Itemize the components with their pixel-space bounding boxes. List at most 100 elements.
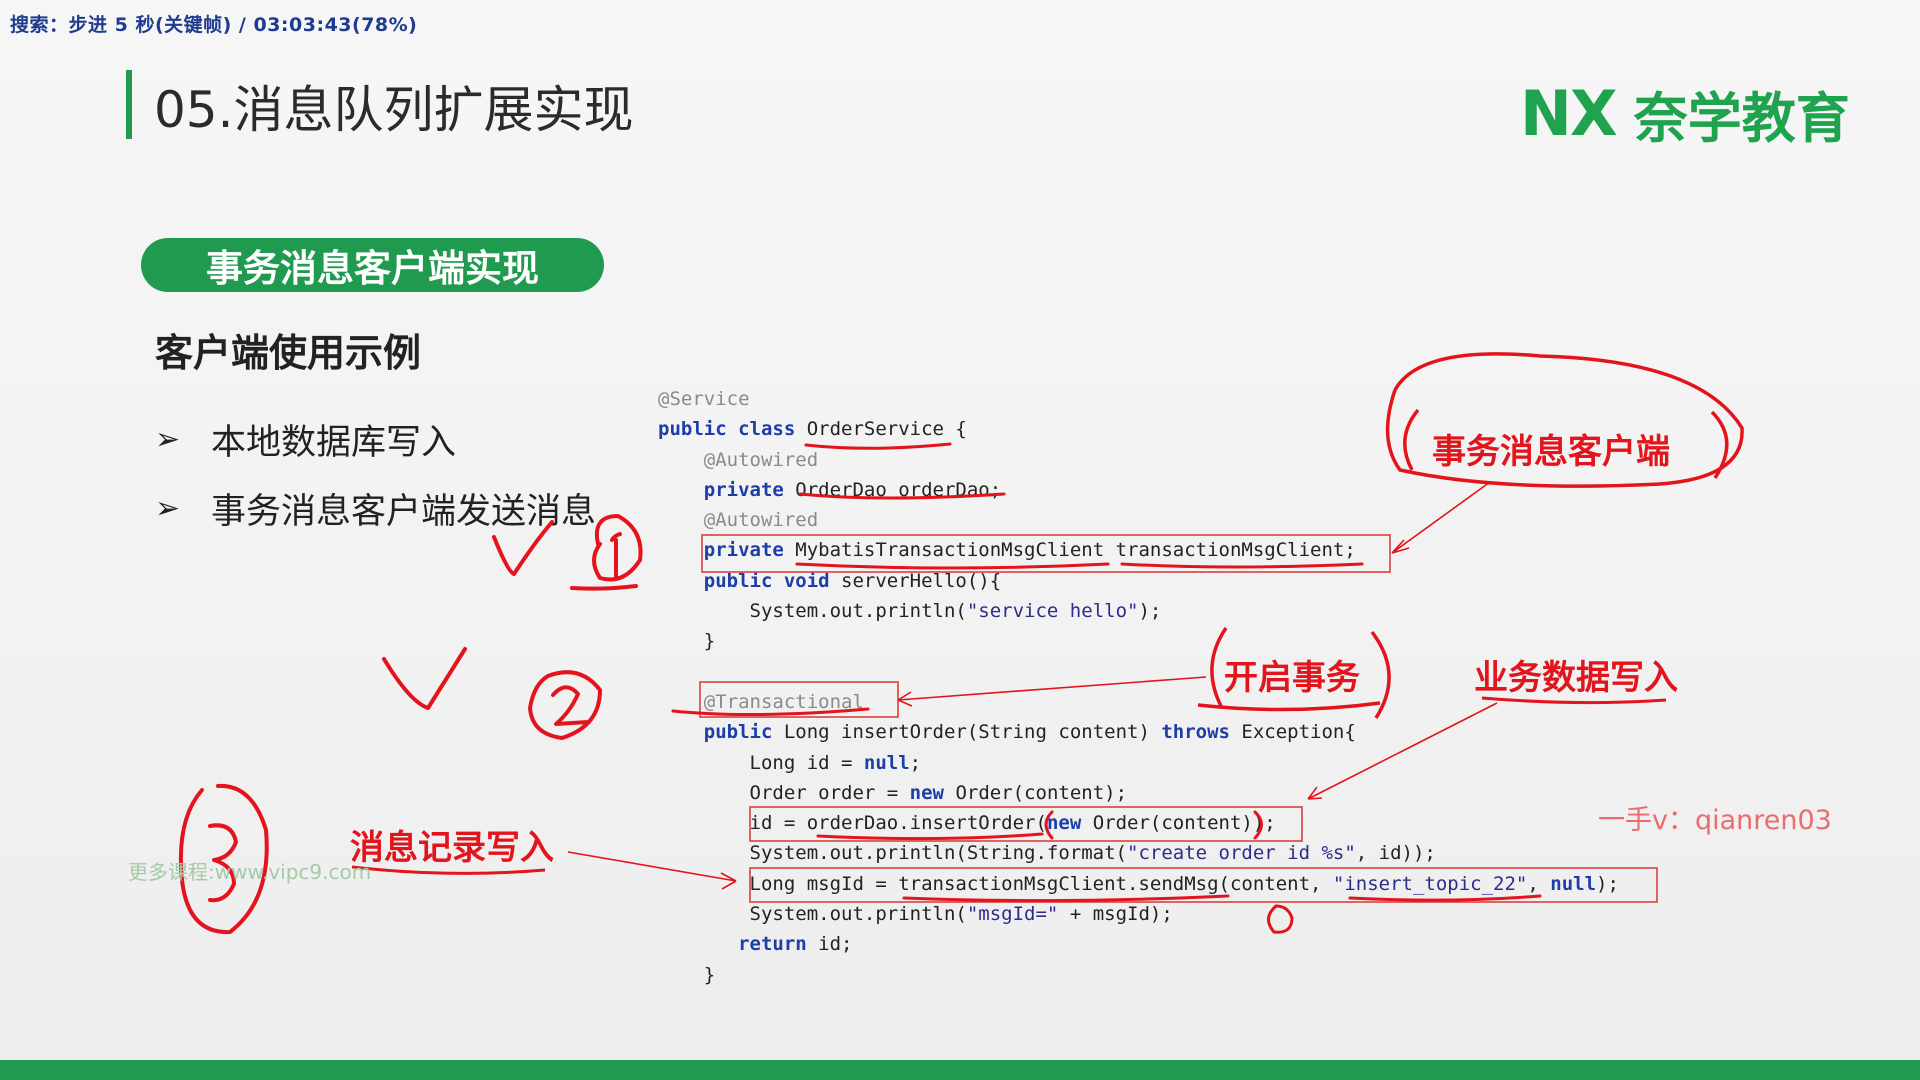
code-token: , id)); xyxy=(1355,842,1436,865)
code-line: public void serverHello(){ xyxy=(658,566,1619,596)
watermark-courses: 更多课程:www.vipc9.com xyxy=(128,860,372,884)
highlight-box-insert-order xyxy=(749,806,1303,842)
code-token: OrderService { xyxy=(806,418,967,441)
brand-logo: NX 奈学教育 xyxy=(1520,74,1850,153)
paren-left-insert xyxy=(1044,810,1054,840)
code-token: } xyxy=(658,963,716,986)
bullet-item: ➢ 本地数据库写入 xyxy=(155,405,596,474)
circle-tx-client-label xyxy=(1385,352,1744,488)
code-token: Long msgId = transactionMsgClient.sendMs… xyxy=(658,872,1333,895)
code-token: Order order = xyxy=(658,781,910,804)
bullet-item: ➢ 事务消息客户端发送消息 xyxy=(155,474,596,543)
code-token: Exception{ xyxy=(1241,721,1356,744)
code-line: @Service xyxy=(658,384,1619,414)
code-token: private xyxy=(658,478,796,501)
bullet-text: 事务消息客户端发送消息 xyxy=(211,492,597,532)
code-token: Order(content)); xyxy=(1092,812,1276,835)
small-circle-mark xyxy=(1267,904,1294,934)
code-line: } xyxy=(658,960,1619,990)
code-token: "create order id %s" xyxy=(1127,842,1356,865)
paren-right-insert xyxy=(1253,810,1263,840)
label-start-tx: 开启事务 xyxy=(1224,658,1360,698)
code-token: return xyxy=(738,933,819,956)
code-line: public Long insertOrder(String content) … xyxy=(658,717,1619,747)
paren-close-tx-client xyxy=(1710,410,1729,479)
status-overlay: 搜索：步进 5 秒(关键帧) / 03:03:43(78%) xyxy=(10,14,418,36)
highlight-box-send-msg xyxy=(749,867,1658,903)
underline-start-tx xyxy=(1197,701,1381,712)
circled-three xyxy=(178,783,269,935)
code-token: "insert_topic_22" xyxy=(1332,872,1528,895)
code-line: @Autowired xyxy=(658,505,1619,535)
code-token: "service hello" xyxy=(966,600,1139,623)
code-token: @Service xyxy=(658,388,750,410)
code-token: System.out.println(String.format( xyxy=(658,842,1128,865)
code-token: throws xyxy=(1161,721,1242,744)
highlight-box-client-field xyxy=(701,534,1391,573)
subheading: 客户端使用示例 xyxy=(155,331,422,375)
code-token: MybatisTransactionMsgClient transactionM… xyxy=(795,539,1356,562)
section-pill: 事务消息客户端实现 xyxy=(141,238,604,292)
bullet-arrow-icon: ➢ xyxy=(155,422,181,457)
code-token: public xyxy=(658,721,784,744)
logo-mark: NX xyxy=(1520,77,1618,150)
code-token: ; xyxy=(909,751,922,774)
underline-circled-one xyxy=(570,584,638,591)
code-token: , xyxy=(1527,872,1551,895)
underline-client-type xyxy=(795,562,1110,570)
label-tx-client: 事务消息客户端 xyxy=(1432,432,1670,472)
code-line: System.out.println(String.format("create… xyxy=(658,838,1619,868)
slide-title: 05.消息队列扩展实现 xyxy=(154,81,634,139)
code-token: "msgId=" xyxy=(966,903,1059,926)
code-token: public class xyxy=(658,418,807,441)
watermark-contact: 一手v：qianren03 xyxy=(1598,805,1832,836)
highlight-box-transactional xyxy=(699,681,899,718)
underline-topic xyxy=(1348,894,1542,902)
code-token: Order(content); xyxy=(955,781,1128,804)
code-token: ); xyxy=(1596,872,1619,895)
code-line: return id; xyxy=(658,929,1619,959)
code-token: System.out.println( xyxy=(658,903,967,926)
code-line: Long id = null; xyxy=(658,748,1619,778)
code-token: private xyxy=(658,539,796,562)
underline-transactional xyxy=(671,707,870,717)
footer-bar xyxy=(0,1060,1920,1080)
code-line: public class OrderService { xyxy=(658,414,1619,444)
code-token: null xyxy=(1550,872,1597,895)
arrow-start-tx xyxy=(897,676,1207,707)
code-line: } xyxy=(658,626,1619,656)
code-token: public void xyxy=(658,569,842,592)
code-line: @Transactional xyxy=(658,687,1619,717)
bullet-text: 本地数据库写入 xyxy=(211,423,457,463)
arrow-msg-record xyxy=(567,851,737,890)
code-token: + msgId); xyxy=(1058,903,1173,926)
arrow-tx-client xyxy=(1391,481,1491,554)
code-token: } xyxy=(658,630,716,653)
checkmark-2 xyxy=(382,647,467,710)
underline-insertorder xyxy=(816,832,1044,841)
label-msg-record: 消息记录写入 xyxy=(350,828,554,868)
circled-one xyxy=(592,514,643,582)
paren-close-start-tx xyxy=(1370,630,1391,719)
code-token: null xyxy=(863,751,910,774)
code-token: new xyxy=(1046,812,1093,835)
code-token: System.out.println( xyxy=(658,600,967,623)
arrow-biz-write xyxy=(1307,702,1498,800)
code-token: @Autowired xyxy=(658,509,819,532)
underline-biz-write xyxy=(1481,696,1667,705)
code-line: id = orderDao.insertOrder(new Order(cont… xyxy=(658,808,1619,838)
logo-text: 奈学教育 xyxy=(1633,87,1850,150)
underline-msg-record xyxy=(351,865,546,875)
code-line: System.out.println("service hello"); xyxy=(658,596,1619,626)
paren-open-tx-client xyxy=(1403,408,1420,471)
code-token: ); xyxy=(1138,600,1162,623)
code-block: @Service public class OrderService { @Aut… xyxy=(658,384,1619,990)
checkmark-1 xyxy=(492,520,554,576)
code-token: Long id = xyxy=(658,751,864,774)
code-line: @Autowired xyxy=(658,445,1619,475)
code-line: System.out.println("msgId=" + msgId); xyxy=(658,899,1619,929)
code-line: private MybatisTransactionMsgClient tran… xyxy=(658,535,1619,565)
underline-order-service xyxy=(804,442,952,450)
code-token: id = orderDao.insertOrder( xyxy=(658,812,1047,835)
